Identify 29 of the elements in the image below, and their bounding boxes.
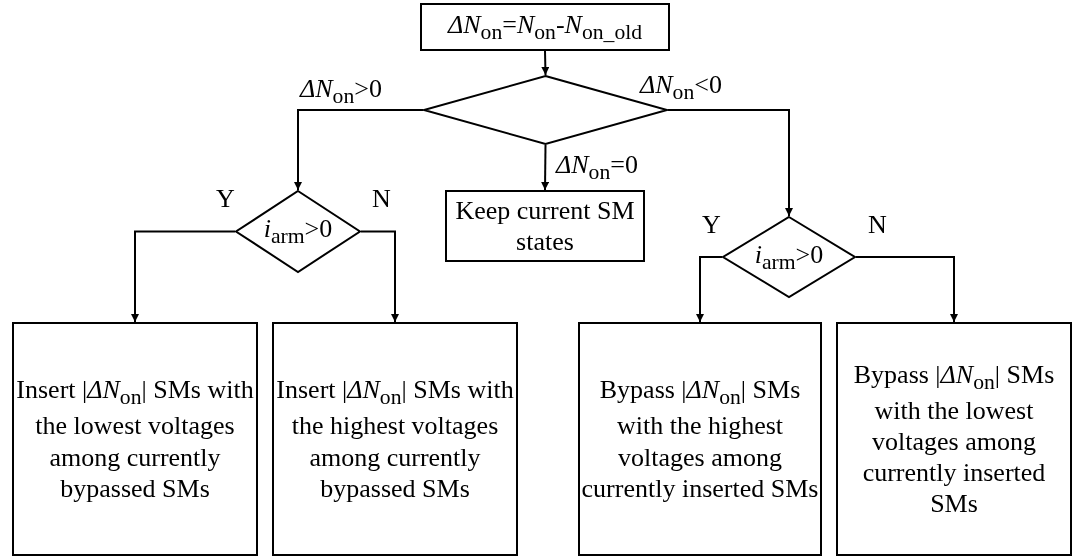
arrow xyxy=(360,230,399,323)
arrow xyxy=(541,144,550,191)
process-box xyxy=(445,190,645,262)
arrow xyxy=(855,256,958,323)
step-text: Insert |ΔN$_{on}$| SMs with the lowest voltages among currently bypassed SMs xyxy=(15,374,255,504)
step-text: Insert |ΔN$_{on}$| SMs with the highest voltages among currently bypassed SMs xyxy=(275,374,515,504)
process-box xyxy=(836,322,1072,556)
edge-label: ΔN$_{on}$=0 xyxy=(556,152,638,184)
arrow xyxy=(131,230,236,323)
edge-label: Y xyxy=(216,186,235,212)
process-box xyxy=(578,322,822,556)
step-text: ΔN$_{on}$=N$_{on}$-N$_{on_old}$ xyxy=(447,8,643,46)
arrow xyxy=(541,50,550,76)
step-text: Keep current SM states xyxy=(454,194,636,258)
edge-label: N xyxy=(868,212,887,238)
condition-text: i$_{arm}$>0 xyxy=(754,238,824,276)
condition-text: i$_{arm}$>0 xyxy=(263,213,333,250)
step-text: Bypass |ΔN$_{on}$| SMs with the highest voltages among currently inserted SMs xyxy=(580,374,820,504)
process-box xyxy=(420,3,670,51)
process-box xyxy=(272,322,518,556)
edge-label: Y xyxy=(702,212,721,238)
process-box xyxy=(12,322,258,556)
edge-label: N xyxy=(372,186,391,212)
arrow xyxy=(696,256,723,323)
edge-label: ΔN$_{on}$>0 xyxy=(300,76,382,108)
edge-label: ΔN$_{on}$<0 xyxy=(640,72,722,104)
arrow xyxy=(667,109,793,217)
arrow xyxy=(294,109,424,191)
step-text: Bypass |ΔN$_{on}$| SMs with the lowest voltages among currently inserted SMs xyxy=(852,358,1056,520)
